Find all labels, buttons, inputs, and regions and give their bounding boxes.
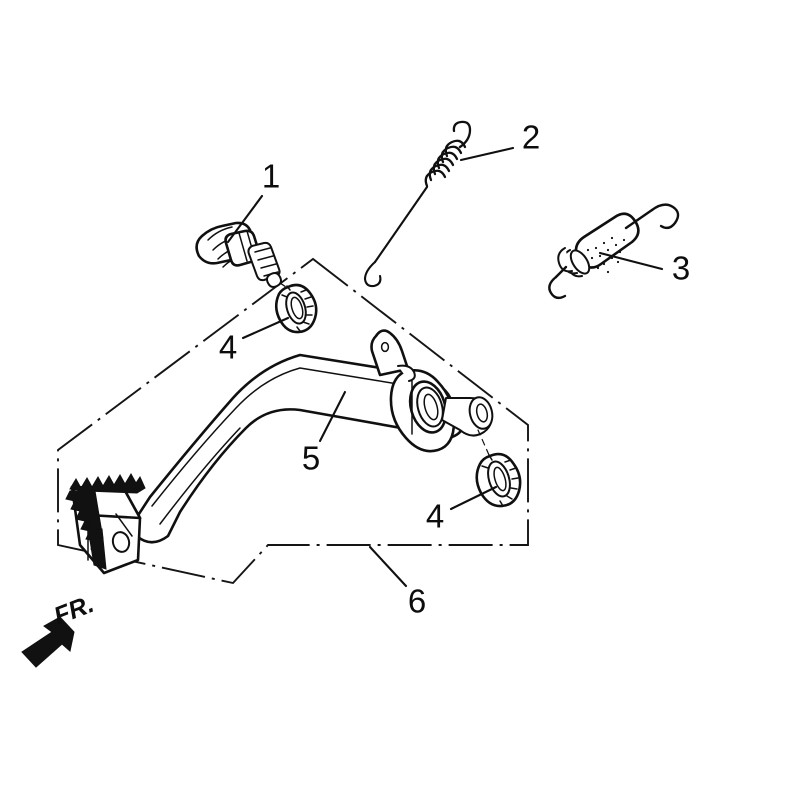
callout-label-2: 2 bbox=[522, 119, 540, 156]
callout-labels: 1 2 3 4 5 4 6 bbox=[219, 119, 690, 620]
callout-label-4-upper: 4 bbox=[219, 329, 237, 366]
part-footpeg-pad bbox=[65, 473, 146, 575]
front-direction-label: FR. bbox=[50, 590, 98, 631]
callout-label-5: 5 bbox=[302, 440, 320, 477]
callout-label-4-lower: 4 bbox=[426, 498, 444, 535]
part-return-spring bbox=[548, 203, 680, 300]
part-bushing-upper bbox=[274, 283, 318, 334]
callout-leaders bbox=[226, 146, 664, 588]
part-pivot-bolt bbox=[195, 221, 299, 296]
part-bushing-lower bbox=[475, 429, 522, 508]
part-brake-pedal-arm bbox=[65, 329, 494, 575]
callout-label-1: 1 bbox=[262, 158, 280, 195]
callout-label-3: 3 bbox=[672, 250, 690, 287]
front-direction-marker: FR. bbox=[21, 590, 98, 668]
callout-label-6: 6 bbox=[408, 583, 426, 620]
part-long-spring-rod bbox=[363, 120, 472, 288]
assembly-boundary-outline bbox=[57, 257, 529, 585]
